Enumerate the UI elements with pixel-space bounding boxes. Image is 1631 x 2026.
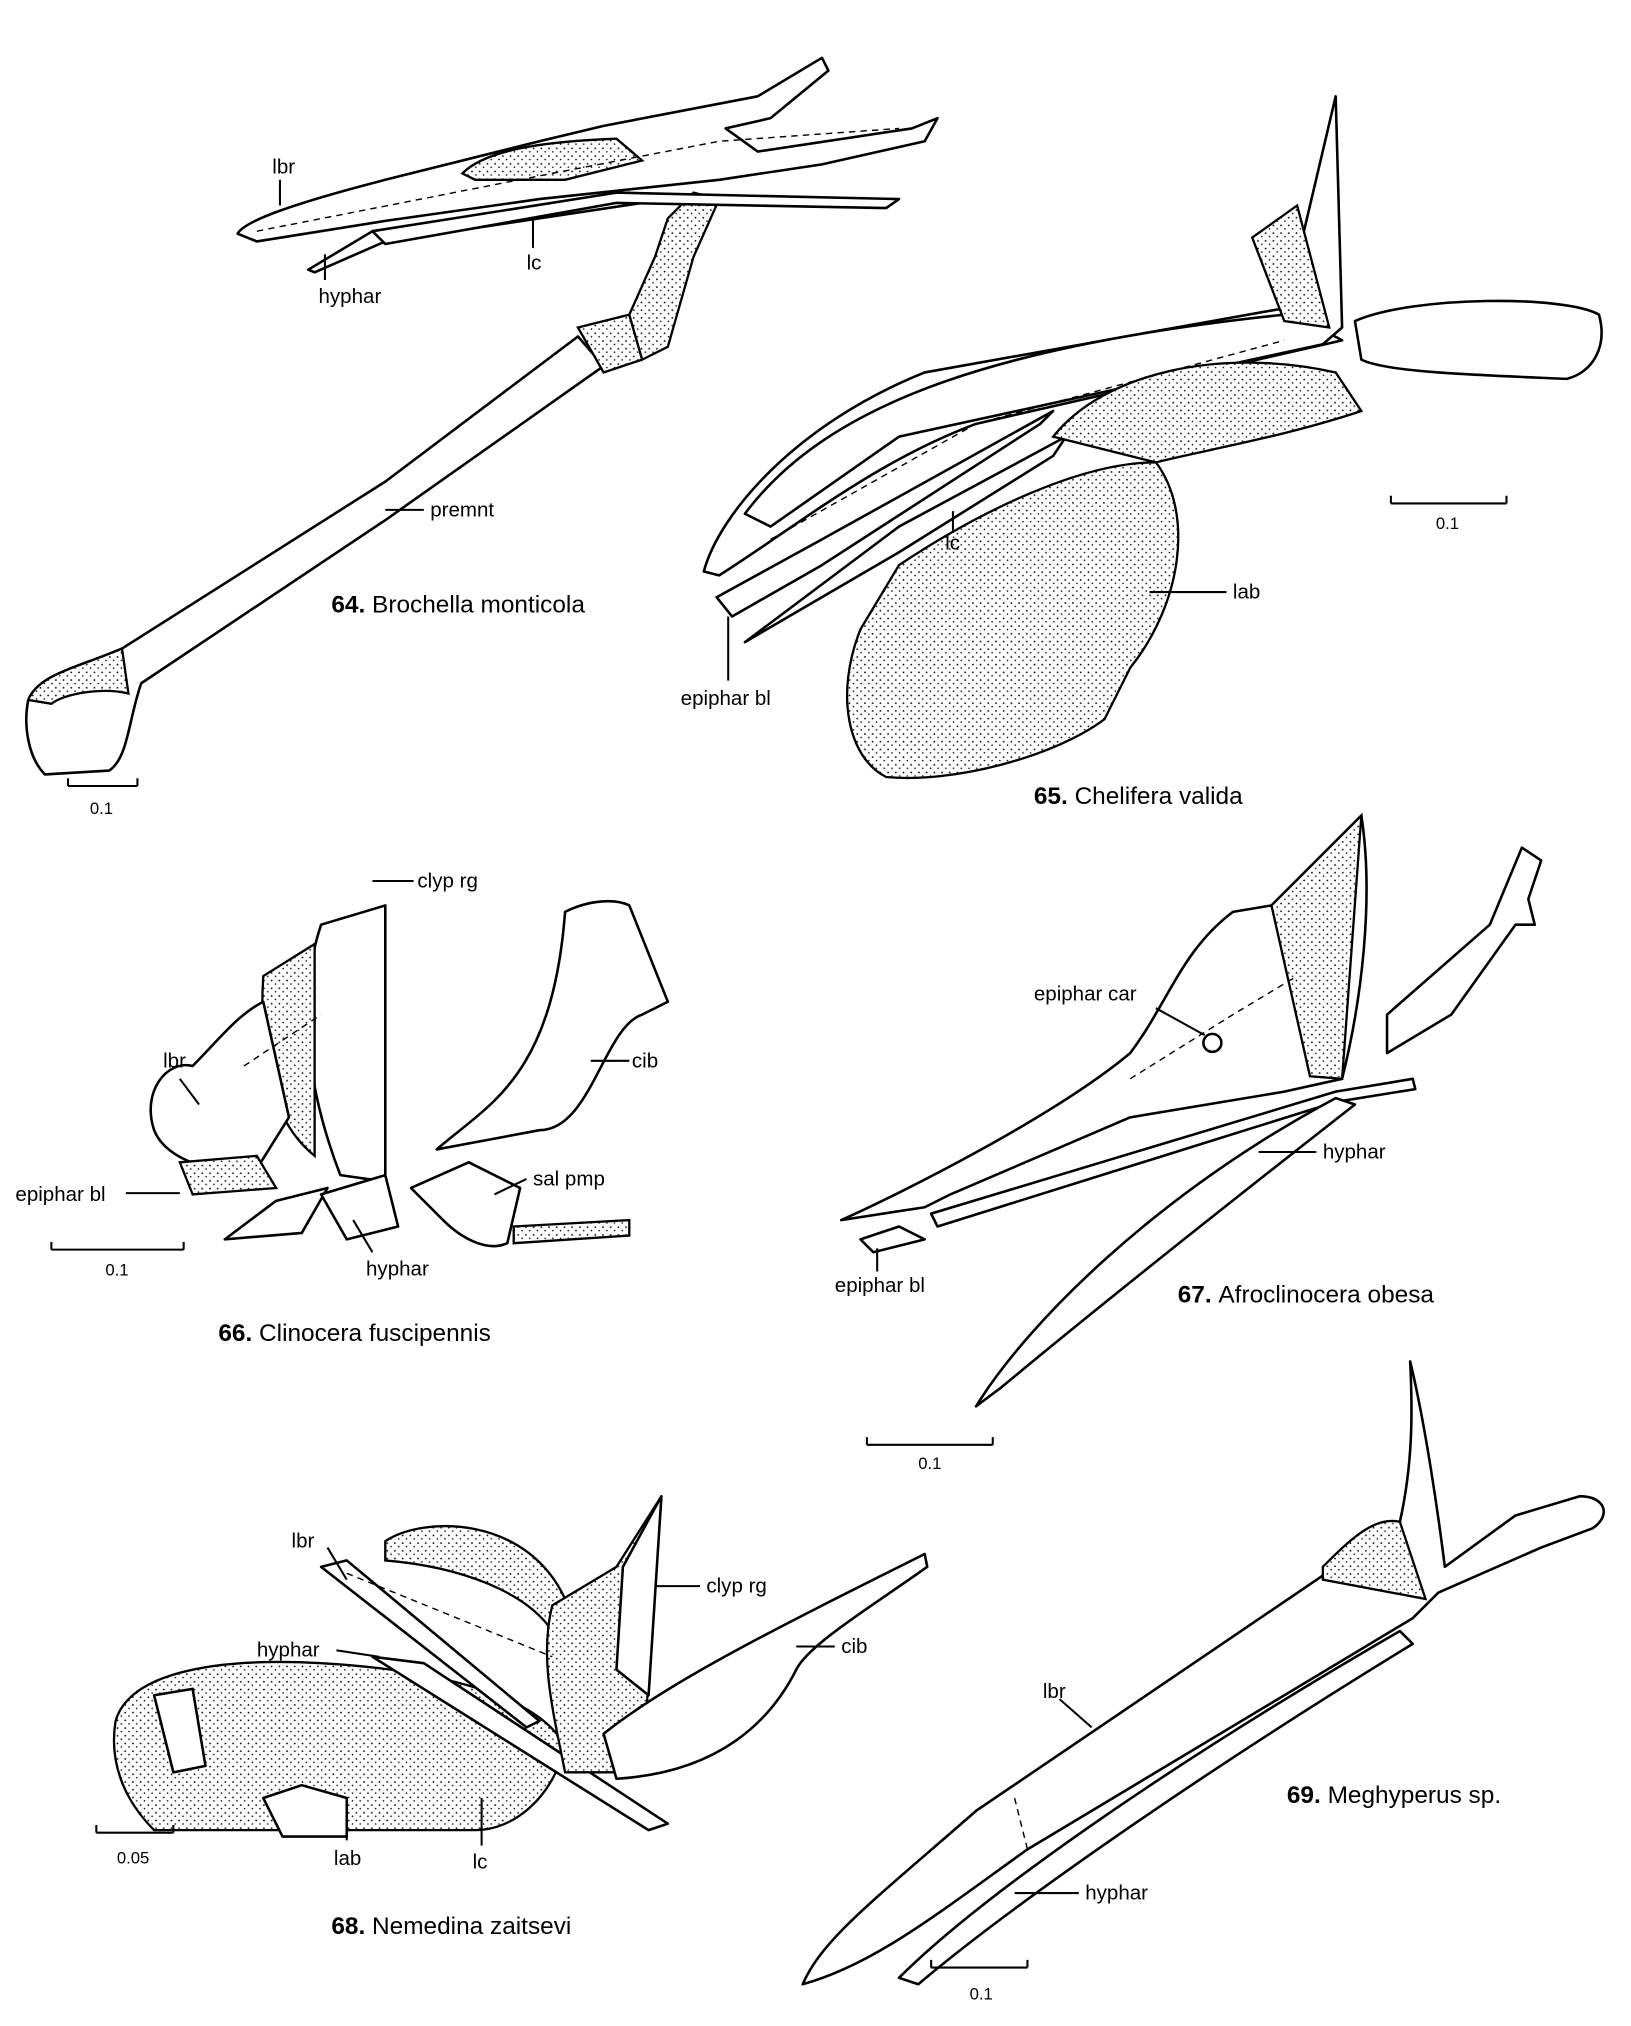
fig68-label-hyphar: hyphar — [257, 1639, 320, 1662]
fig68-scale-label: 0.05 — [117, 1849, 149, 1868]
fig65-number: 65. — [1034, 783, 1068, 810]
fig66-number: 66. — [218, 1320, 252, 1347]
fig69-label-hyphar: hyphar — [1085, 1881, 1148, 1904]
fig65-caption: 65. Chelifera valida — [1034, 783, 1243, 810]
fig65-species: Chelifera valida — [1075, 783, 1244, 810]
figure-69: lbr hyphar 0.1 69. Meghyperus sp. — [801, 1360, 1605, 2004]
fig64-scale-label: 0.1 — [90, 799, 113, 818]
fig65-label-lc: lc — [945, 532, 960, 555]
fig66-species: Clinocera fuscipennis — [259, 1320, 491, 1347]
fig69-scale-label: 0.1 — [970, 1985, 993, 2004]
fig64-label-lc: lc — [527, 252, 542, 275]
fig66-label-epiphar-bl: epiphar bl — [15, 1183, 105, 1206]
fig68-label-lc: lc — [473, 1851, 488, 1874]
epiphar-car-marker — [1202, 1032, 1223, 1054]
figure-64: lbr lc hyphar premnt 0.1 64. Brochella m… — [25, 56, 939, 818]
fig67-species: Afroclinocera obesa — [1218, 1281, 1434, 1308]
fig64-number: 64. — [331, 592, 365, 619]
fig67-caption: 67. Afroclinocera obesa — [1178, 1281, 1435, 1308]
fig66-scale-label: 0.1 — [105, 1260, 128, 1279]
lab-drawing — [845, 461, 1180, 780]
fig68-species: Nemedina zaitsevi — [372, 1913, 571, 1940]
fig66-label-lbr: lbr — [163, 1049, 186, 1072]
fig68-number: 68. — [331, 1913, 365, 1940]
fig69-caption: 69. Meghyperus sp. — [1287, 1782, 1501, 1809]
fig65-scale-label: 0.1 — [1436, 514, 1459, 533]
fig64-label-premnt: premnt — [430, 498, 494, 521]
fig66-caption: 66. Clinocera fuscipennis — [218, 1320, 491, 1347]
premnt-drawing — [25, 335, 605, 776]
figure-68: lbr clyp rg cib hyphar lab lc 0.05 68. N… — [95, 1494, 929, 1940]
fig66-label-cib: cib — [632, 1049, 658, 1072]
fig66-label-sal-pmp: sal pmp — [533, 1167, 605, 1190]
fig68-label-clyp-rg: clyp rg — [706, 1575, 766, 1598]
fig68-label-lbr: lbr — [292, 1530, 315, 1553]
fig68-caption: 68. Nemedina zaitsevi — [331, 1913, 571, 1940]
fig69-number: 69. — [1287, 1782, 1321, 1809]
fig66-label-clyp-rg: clyp rg — [417, 869, 477, 892]
figure-65: lc lab epiphar bl 0.1 65. Chelifera vali… — [681, 95, 1603, 810]
figure-66: clyp rg cib lbr epiphar bl sal pmp hypha… — [15, 869, 670, 1347]
fig67-scale-label: 0.1 — [918, 1454, 941, 1473]
fig69-label-lbr: lbr — [1043, 1680, 1066, 1703]
fig64-caption: 64. Brochella monticola — [331, 592, 585, 619]
fig68-label-cib: cib — [841, 1635, 867, 1658]
fig64-label-hyphar: hyphar — [319, 285, 382, 308]
fig67-label-epiphar-bl: epiphar bl — [835, 1274, 925, 1297]
fig69-species: Meghyperus sp. — [1328, 1782, 1502, 1809]
fig65-label-epiphar-bl: epiphar bl — [681, 687, 771, 710]
fig64-species: Brochella monticola — [372, 592, 585, 619]
fig68-label-lab: lab — [334, 1847, 361, 1870]
fig65-label-lab: lab — [1233, 580, 1260, 603]
fig67-label-hyphar: hyphar — [1323, 1140, 1386, 1163]
fig67-label-epiphar-car: epiphar car — [1034, 982, 1137, 1005]
fig64-label-lbr: lbr — [272, 155, 295, 178]
figure-67: epiphar car hyphar epiphar bl 0.1 67. Af… — [835, 812, 1543, 1473]
fig67-number: 67. — [1178, 1281, 1212, 1308]
fig66-label-hyphar: hyphar — [366, 1257, 429, 1280]
